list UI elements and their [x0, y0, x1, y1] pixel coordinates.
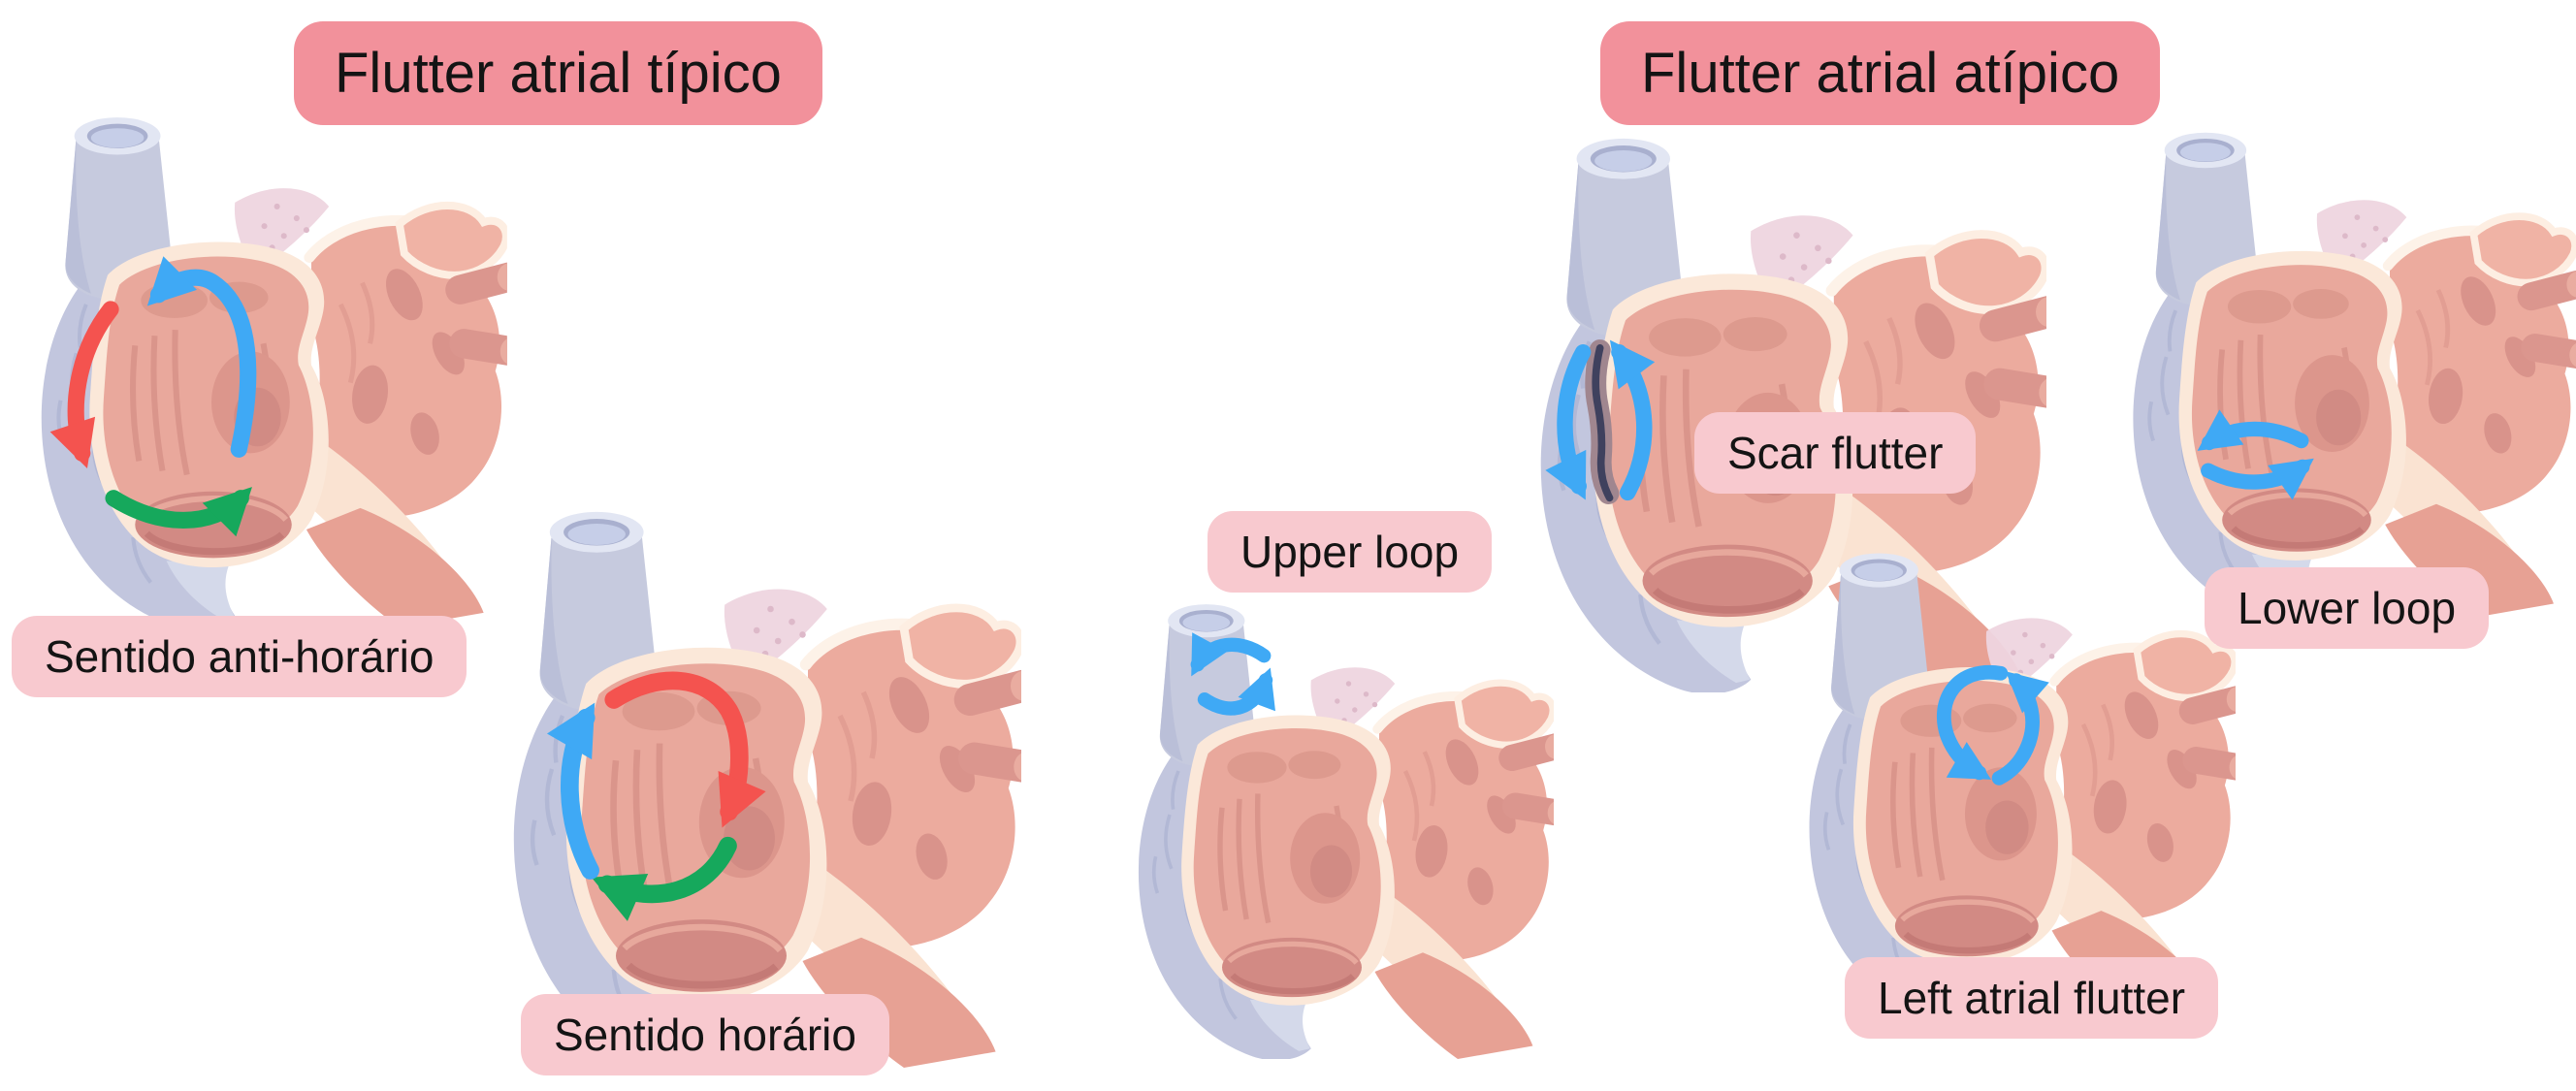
blue-arrow-down-icon [1936, 664, 2009, 781]
label-upper-loop: Upper loop [1208, 511, 1493, 593]
heart-illustration-upper-loop [1117, 596, 1554, 1059]
title-flutter-atrial-tipico: Flutter atrial típico [294, 21, 822, 125]
blue-arrow-up-icon [1991, 671, 2049, 786]
blue-arrow-lower-icon [2201, 458, 2314, 500]
green-arrow-icon [105, 487, 252, 537]
blue-arrow-up-icon [1609, 339, 1656, 501]
blue-arrow-icon [146, 256, 257, 458]
scar-flutter-arrows [1545, 339, 1656, 504]
red-arrow-icon [49, 301, 119, 468]
label-left-atrial-flutter: Left atrial flutter [1845, 957, 2219, 1039]
label-sentido-anti-horario: Sentido anti-horário [12, 616, 467, 697]
red-arrow-icon [604, 671, 766, 828]
clockwise-circuit-arrows [546, 671, 766, 921]
heart-illustration-scar-flutter [1515, 129, 2046, 692]
heart-illustration-counterclockwise [17, 109, 507, 627]
heart-illustration-lower-loop [2110, 124, 2576, 618]
label-scar-flutter: Scar flutter [1694, 412, 1977, 494]
heart-illustration-clockwise [488, 502, 1021, 1068]
green-arrow-icon [591, 836, 737, 921]
blue-arrow-icon [546, 702, 599, 880]
scar-line-icon [1592, 344, 1614, 502]
heart-illustration-left-atrial-flutter [1787, 545, 2236, 1020]
blue-arrow-lower-icon [1197, 667, 1275, 716]
label-sentido-horario: Sentido horário [521, 994, 889, 1075]
left-atrial-loop-arrows [1936, 664, 2049, 786]
blue-arrow-down-icon [1545, 344, 1592, 500]
lower-loop-arrows [2197, 409, 2314, 500]
counterclockwise-circuit-arrows [49, 256, 257, 537]
title-flutter-atrial-atipico: Flutter atrial atípico [1600, 21, 2161, 125]
blue-arrow-upper-icon [2197, 409, 2309, 451]
upper-loop-arrows [1190, 632, 1275, 716]
label-lower-loop: Lower loop [2205, 567, 2490, 649]
blue-arrow-upper-icon [1190, 632, 1272, 677]
